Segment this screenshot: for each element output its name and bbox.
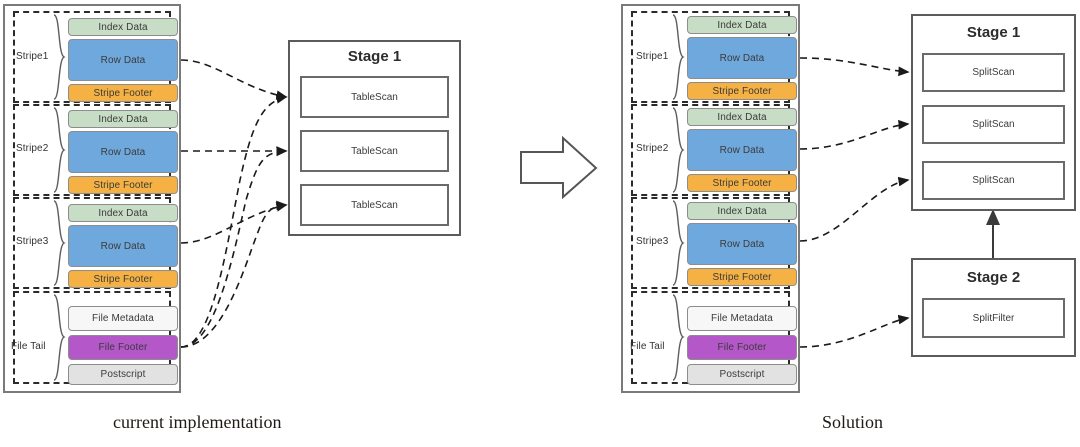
left-stripe-label-2: Stripe2 bbox=[16, 143, 49, 154]
right-file-tail-label: File Tail bbox=[630, 341, 665, 352]
wire-right-stripe2-to-splitscan2 bbox=[799, 119, 910, 150]
right-stripe-label-3: Stripe3 bbox=[636, 236, 669, 247]
right-brace-1 bbox=[672, 14, 685, 100]
right-segment-row-data-3: Row Data bbox=[687, 223, 797, 265]
left-segment-stripe-footer-2: Stripe Footer bbox=[68, 176, 178, 194]
right-segment-file-footer: File Footer bbox=[687, 335, 797, 360]
left-segment-row-data-2: Row Data bbox=[68, 131, 178, 173]
left-stripe-label-1: Stripe1 bbox=[16, 51, 49, 62]
right-operator-splitscan-2[interactable]: SplitScan bbox=[922, 105, 1065, 144]
right-caption: Solution bbox=[822, 412, 884, 432]
wire-left-filefooter-to-tablescan2 bbox=[180, 146, 288, 348]
wire-left-stripe3-to-tablescan3 bbox=[180, 202, 288, 244]
left-segment-stripe-footer-1: Stripe Footer bbox=[68, 84, 178, 102]
left-caption: current implementation bbox=[113, 412, 282, 432]
transform-arrow-icon bbox=[520, 135, 598, 200]
right-stage1-title: Stage 1 bbox=[966, 24, 1021, 41]
right-stripe-label-2: Stripe2 bbox=[636, 143, 669, 154]
right-segment-index-data-3: Index Data bbox=[687, 202, 797, 220]
wire-right-stripe3-to-splitscan3 bbox=[799, 176, 910, 242]
left-segment-index-data-2: Index Data bbox=[68, 110, 178, 128]
left-brace-4 bbox=[53, 294, 66, 381]
right-stage2-title: Stage 2 bbox=[966, 269, 1021, 286]
right-segment-row-data-2: Row Data bbox=[687, 129, 797, 171]
left-file-tail-label: File Tail bbox=[11, 341, 46, 352]
left-segment-index-data-1: Index Data bbox=[68, 18, 178, 36]
left-segment-stripe-footer-3: Stripe Footer bbox=[68, 270, 178, 288]
right-brace-3 bbox=[672, 200, 685, 286]
right-segment-postscript: Postscript bbox=[687, 364, 797, 385]
left-brace-1 bbox=[53, 14, 66, 100]
wire-left-stripe1-to-tablescan1 bbox=[180, 59, 288, 100]
right-brace-2 bbox=[672, 107, 685, 193]
left-segment-file-metadata: File Metadata bbox=[68, 306, 178, 331]
right-operator-splitscan-1[interactable]: SplitScan bbox=[922, 53, 1065, 92]
right-segment-stripe-footer-3: Stripe Footer bbox=[687, 268, 797, 286]
right-segment-stripe-footer-1: Stripe Footer bbox=[687, 82, 797, 100]
left-operator-tablescan-2[interactable]: TableScan bbox=[300, 130, 449, 172]
left-stage1-title: Stage 1 bbox=[347, 48, 402, 65]
right-segment-stripe-footer-2: Stripe Footer bbox=[687, 174, 797, 192]
wire-left-filefooter-to-tablescan1 bbox=[180, 94, 288, 348]
left-segment-row-data-1: Row Data bbox=[68, 39, 178, 81]
right-segment-index-data-1: Index Data bbox=[687, 16, 797, 34]
left-operator-tablescan-3[interactable]: TableScan bbox=[300, 184, 449, 226]
wire-right-filefooter-to-splitfilter bbox=[799, 314, 910, 348]
right-segment-file-metadata: File Metadata bbox=[687, 306, 797, 331]
wire-left-filefooter-to-tablescan3 bbox=[180, 200, 288, 348]
right-brace-4 bbox=[672, 294, 685, 381]
left-stripe-label-3: Stripe3 bbox=[16, 236, 49, 247]
left-brace-2 bbox=[53, 107, 66, 193]
right-segment-index-data-2: Index Data bbox=[687, 108, 797, 126]
right-operator-splitfilter[interactable]: SplitFilter bbox=[922, 298, 1065, 338]
left-segment-file-footer: File Footer bbox=[68, 335, 178, 360]
left-segment-row-data-3: Row Data bbox=[68, 225, 178, 267]
right-operator-splitscan-3[interactable]: SplitScan bbox=[922, 161, 1065, 200]
left-brace-3 bbox=[53, 200, 66, 286]
right-stripe-label-1: Stripe1 bbox=[636, 51, 669, 62]
left-segment-postscript: Postscript bbox=[68, 364, 178, 385]
left-operator-tablescan-1[interactable]: TableScan bbox=[300, 76, 449, 118]
left-segment-index-data-3: Index Data bbox=[68, 204, 178, 222]
wire-right-stripe1-to-splitscan1 bbox=[799, 57, 910, 77]
right-segment-row-data-1: Row Data bbox=[687, 37, 797, 79]
